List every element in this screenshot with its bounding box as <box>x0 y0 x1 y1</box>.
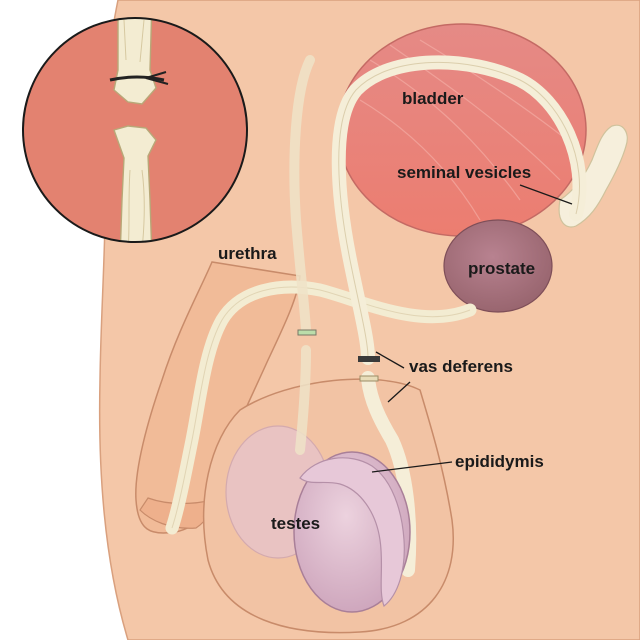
bladder-label: bladder <box>402 89 464 108</box>
vas-leader-line-upper <box>375 351 405 369</box>
vasectomy-inset <box>22 17 248 243</box>
seminal-vesicles-label: seminal vesicles <box>397 163 532 182</box>
vesicles-leader-line <box>519 184 573 205</box>
leader-lines <box>371 184 573 473</box>
testes-label: testes <box>271 514 321 533</box>
bladder-shape <box>337 23 587 237</box>
prostate-label: prostate <box>468 259 536 278</box>
epididymis-shape <box>299 457 405 607</box>
epididymis-label: epididymis <box>455 452 544 471</box>
epididymis-leader-line <box>371 461 453 473</box>
vas-deferens-rear <box>289 55 315 455</box>
prostate-shape <box>443 219 553 313</box>
rear-vas-clip <box>297 329 317 336</box>
vas-deferens-label: vas deferens <box>409 357 513 376</box>
vas-cut-clip <box>358 356 380 362</box>
vas-leader-line-lower <box>387 381 411 403</box>
urethra-label: urethra <box>218 244 277 263</box>
